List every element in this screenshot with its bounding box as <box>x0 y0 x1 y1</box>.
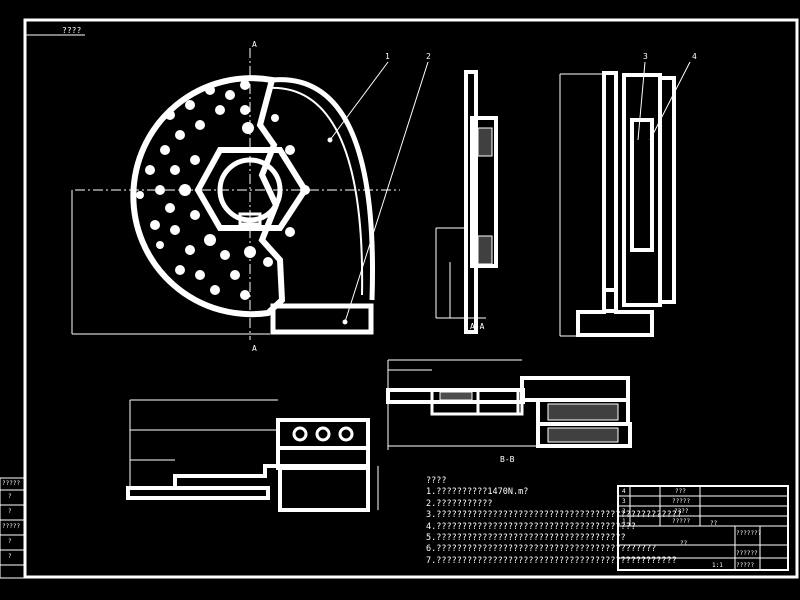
side-strip-cell: ? <box>8 493 12 500</box>
side-strip-cell: ? <box>8 553 12 560</box>
title-block-cell: ??? <box>675 488 686 495</box>
part-number-3: 3 <box>643 52 648 61</box>
view-label-a-top: A <box>252 40 257 49</box>
side-strip-cell: ????? <box>2 523 21 530</box>
note-line: 3.??????????????????????????????????????… <box>426 510 682 521</box>
part-number-1: 1 <box>385 52 390 61</box>
title-block-cell: 1 <box>622 518 626 525</box>
side-strip-cell: ? <box>8 538 12 545</box>
title-block-cell: ????? <box>736 562 755 569</box>
title-block-cell: ?? <box>680 540 688 547</box>
side-view <box>559 71 676 337</box>
note-line: 7.??????????????????????????????????????… <box>426 555 677 566</box>
note-line: 2.??????????? <box>426 498 493 509</box>
section-bb <box>386 359 632 450</box>
section-aa <box>435 70 498 334</box>
notes-title: ???? <box>426 476 447 486</box>
front-view-holes <box>136 80 310 300</box>
title-block-cell: 3 <box>622 498 626 505</box>
title-block-cell: ?? <box>710 520 718 527</box>
side-strip-cell: ? <box>8 508 12 515</box>
part-number-4: 4 <box>692 52 697 61</box>
section-label-bb: B-B <box>500 455 515 464</box>
technical-notes: ???? 1.??????????1470N.m? 2.??????????? … <box>426 476 682 567</box>
note-line: 5.????????????????????????????????????? <box>426 533 626 544</box>
side-strip-cell: ????? <box>2 480 21 487</box>
title-block-cell: 4 <box>622 488 626 495</box>
corner-tag: ???? <box>62 26 82 35</box>
title-block-cell: 2 <box>622 508 626 515</box>
bottom-view <box>126 399 379 512</box>
title-block-cell: ???? <box>674 508 689 515</box>
title-block-cell: 1:1 <box>712 562 723 569</box>
part-number-2: 2 <box>426 52 431 61</box>
title-block-cell: ?????? <box>736 550 758 557</box>
title-block-cell: ????? <box>672 518 691 525</box>
front-view-disc <box>71 48 400 340</box>
title-block-cell: ??????? <box>736 530 762 537</box>
note-line: 4.??????????????????????????????????????… <box>426 521 636 532</box>
note-line: 1.??????????1470N.m? <box>426 487 529 498</box>
section-label-aa: A-A <box>470 322 485 331</box>
note-line: 6.??????????????????????????????????????… <box>426 544 657 555</box>
title-block-cell: ????? <box>672 498 691 505</box>
view-label-a-bottom: A <box>252 344 257 353</box>
leader-lines <box>327 61 691 325</box>
drawing-frame <box>0 18 799 579</box>
title-block <box>617 485 789 571</box>
